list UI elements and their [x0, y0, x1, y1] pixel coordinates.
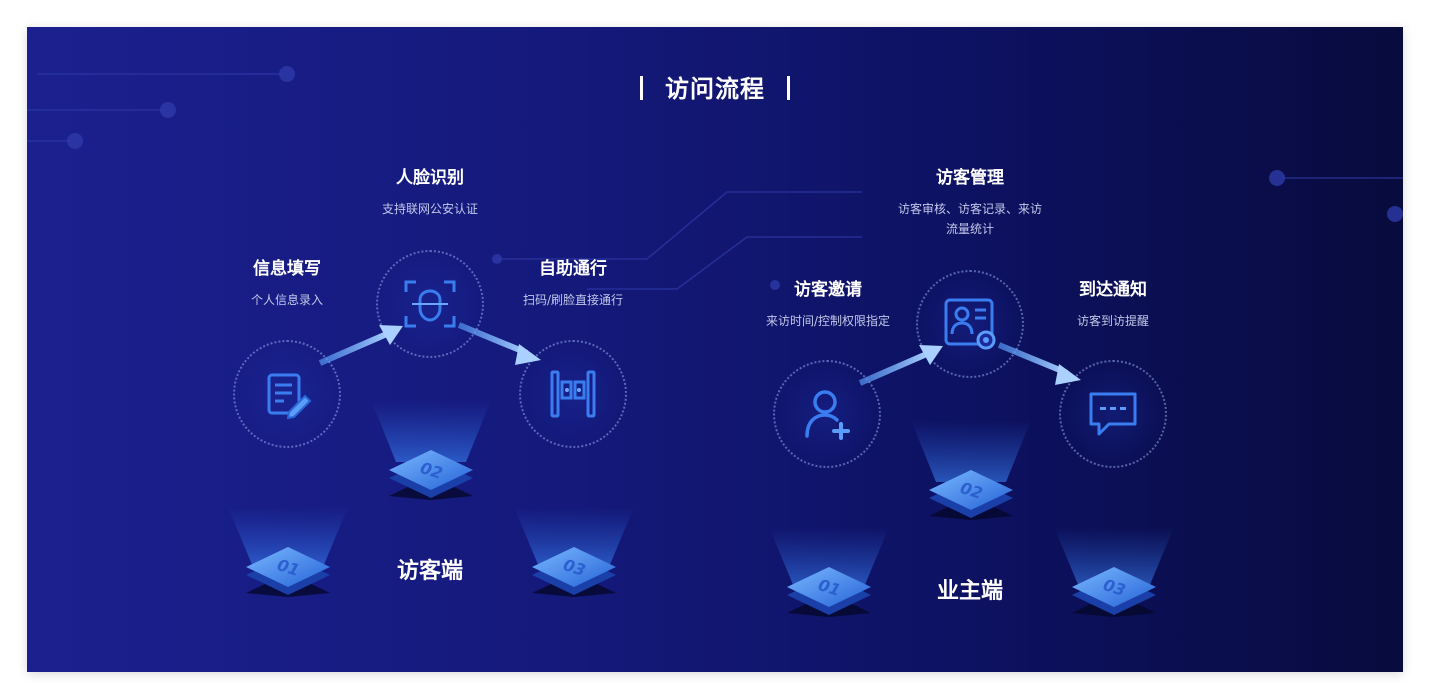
visit-process-banner: 访问流程 信息填写 个人信息录入 人脸识别 支持联网公安认证 自助通行 扫码/刷… — [27, 27, 1403, 672]
arrow-visitor-1-2 — [318, 325, 403, 366]
visitor-pedestal-1: 01 — [228, 507, 348, 597]
title-left-bar — [640, 76, 643, 100]
owner-step-3-label: 到达通知 访客到访提醒 — [1013, 279, 1213, 331]
arrow-owner-1-2 — [858, 345, 943, 386]
user-settings-icon — [944, 298, 996, 350]
step-name: 自助通行 — [539, 259, 607, 279]
step-desc: 访客到访提醒 — [1076, 314, 1149, 328]
visitor-step-2-label: 人脸识别 支持联网公安认证 — [330, 167, 530, 219]
owner-side-name: 业主端 — [936, 579, 1003, 604]
owner-step-1-circle — [773, 360, 881, 468]
flow-arrows — [318, 322, 1081, 386]
owner-step-2-label: 访客管理 访客审核、访客记录、来访流量统计 — [870, 167, 1070, 239]
owner-pedestal-2: 02 — [911, 420, 1031, 520]
circuit-decoration — [27, 66, 1403, 290]
step-desc: 访客审核、访客记录、来访流量统计 — [897, 202, 1042, 236]
turnstile-gate-icon — [550, 370, 596, 418]
owner-pedestal-3: 03 — [1054, 527, 1174, 617]
message-icon — [1089, 392, 1137, 436]
visitor-pedestal-3: 03 — [514, 507, 634, 597]
step-desc: 个人信息录入 — [250, 293, 323, 307]
step-desc: 来访时间/控制权限指定 — [765, 314, 891, 328]
step-name: 到达通知 — [1079, 280, 1147, 300]
visitor-side-name: 访客端 — [396, 559, 463, 584]
owner-step-1-label: 访客邀请 来访时间/控制权限指定 — [728, 279, 928, 331]
title-right-bar — [787, 76, 790, 100]
step-name: 人脸识别 — [396, 168, 464, 188]
visitor-step-1-circle — [233, 340, 341, 448]
arrow-visitor-2-3 — [457, 322, 541, 365]
form-edit-icon — [267, 373, 312, 420]
step-name: 访客邀请 — [794, 280, 862, 300]
step-desc: 支持联网公安认证 — [381, 202, 478, 216]
add-user-icon — [805, 390, 850, 440]
visitor-step-3-label: 自助通行 扫码/刷脸直接通行 — [473, 258, 673, 310]
visitor-step-1-label: 信息填写 个人信息录入 — [187, 258, 387, 310]
face-scan-icon — [404, 280, 456, 328]
step-name: 访客管理 — [936, 168, 1004, 188]
arrow-owner-2-3 — [997, 342, 1081, 385]
page-title: 访问流程 — [27, 69, 1403, 104]
step-desc: 扫码/刷脸直接通行 — [522, 293, 624, 307]
step-name: 信息填写 — [253, 259, 321, 279]
visitor-pedestal-2: 02 — [371, 400, 491, 500]
owner-pedestal-1: 01 — [769, 527, 889, 617]
owner-step-2-circle — [916, 270, 1024, 378]
title-text: 访问流程 — [665, 75, 765, 103]
visitor-step-2-circle — [376, 250, 484, 358]
